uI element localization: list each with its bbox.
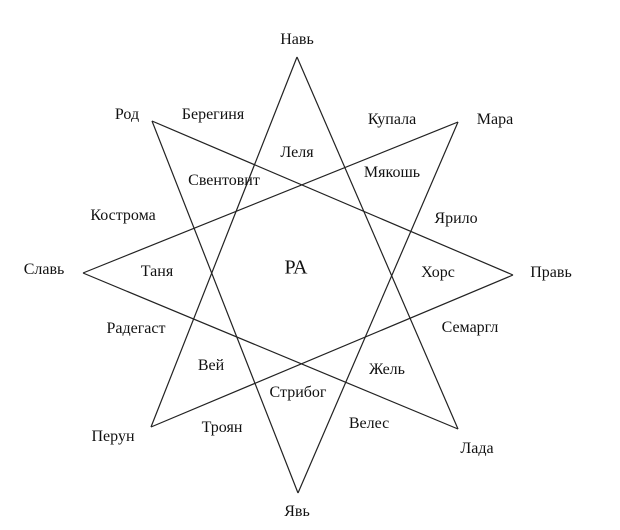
star-line (150, 274, 514, 428)
vertex-label-top-left: Род (114, 106, 140, 123)
vertex-label-top: Навь (280, 31, 314, 48)
vertex-label-right: Правь (530, 264, 572, 281)
star-line (82, 272, 459, 430)
star-line (151, 120, 514, 276)
vertex-label-top-right: Мара (476, 111, 514, 128)
region-label: Кострома (90, 207, 156, 224)
vertex-label-left: Славь (23, 261, 65, 278)
region-label: Вей (197, 357, 225, 374)
star-line (297, 121, 459, 494)
vertex-label-bottom-left: Перун (91, 428, 135, 445)
region-label: Радегаст (106, 320, 166, 337)
region-label: Велес (348, 415, 390, 432)
region-label: Купала (367, 111, 417, 128)
vertex-label-bottom-right: Лада (460, 440, 494, 457)
star-line (82, 121, 459, 274)
region-label: Стрибог (269, 384, 327, 401)
region-label: Ярило (434, 210, 478, 227)
region-label: Троян (201, 419, 243, 436)
center-label: РА (284, 256, 308, 279)
region-label: Леля (280, 144, 314, 161)
star-line (151, 120, 299, 494)
star-line (296, 56, 459, 430)
region-label: Жель (369, 361, 405, 378)
region-label: Берегиня (181, 106, 245, 123)
region-label: Семаргл (441, 319, 499, 336)
region-label: Таня (140, 263, 174, 280)
region-label: Хорс (421, 264, 455, 281)
star-line (150, 56, 298, 428)
vertex-label-bottom: Явь (284, 503, 310, 520)
region-label: Мякошь (363, 164, 421, 181)
region-label: Свентовит (188, 172, 260, 189)
